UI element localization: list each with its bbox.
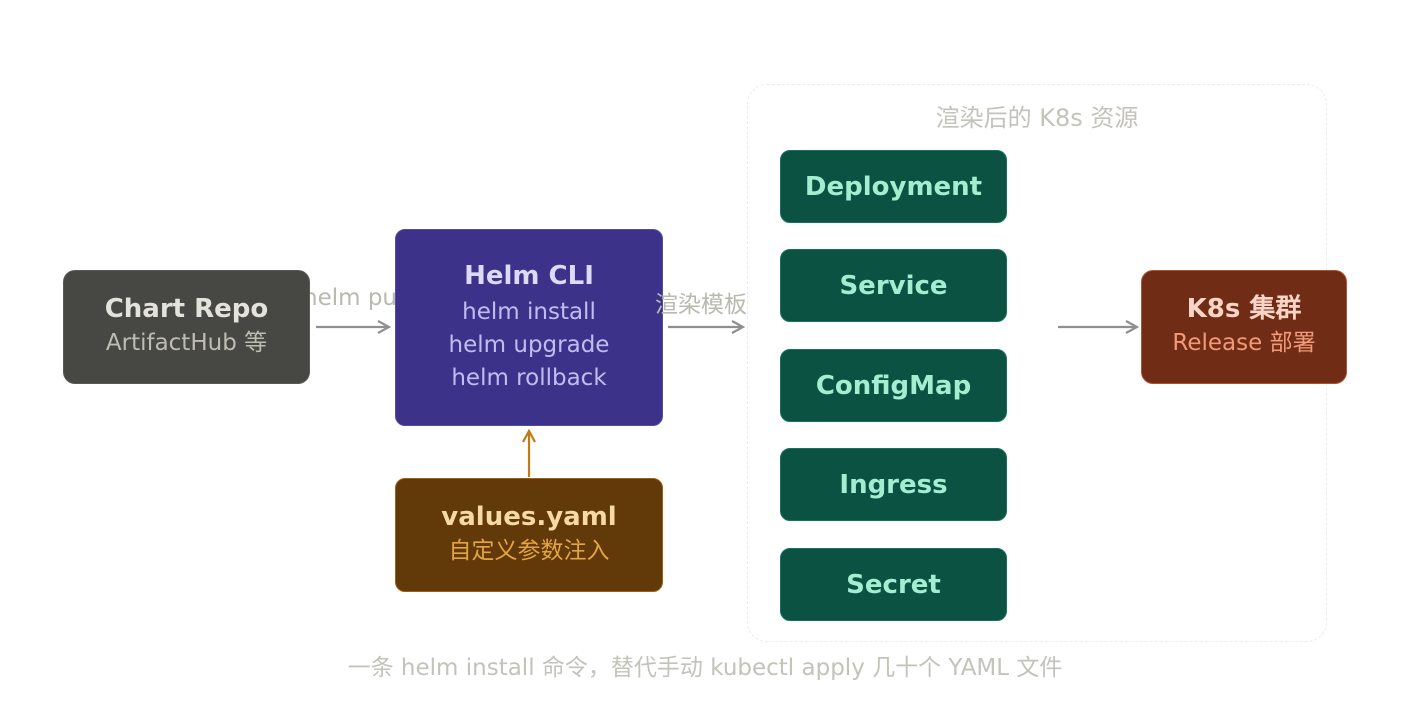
resource-deployment: Deployment — [780, 150, 1007, 223]
chart-repo-title: Chart Repo — [104, 294, 269, 325]
edge-label-helm-pull: helm pull — [303, 285, 410, 311]
resource-secret: Secret — [780, 548, 1007, 621]
values-yaml-subtitle: 自定义参数注入 — [448, 538, 610, 565]
k8s-cluster-title: K8s 集群 — [1186, 294, 1302, 325]
helm-cli-title: Helm CLI — [464, 261, 594, 292]
helm-cli-command: helm upgrade — [448, 331, 610, 358]
resource-service: Service — [780, 249, 1007, 322]
resource-configmap: ConfigMap — [780, 349, 1007, 422]
footer-caption: 一条 helm install 命令，替代手动 kubectl apply 几十… — [347, 655, 1063, 681]
helm-cli-command: helm rollback — [451, 364, 607, 391]
k8s-cluster-node: K8s 集群 Release 部署 — [1141, 270, 1347, 384]
helm-cli-command: helm install — [462, 298, 596, 325]
chart-repo-node: Chart Repo ArtifactHub 等 — [63, 270, 310, 384]
values-yaml-title: values.yaml — [441, 502, 617, 533]
k8s-cluster-subtitle: Release 部署 — [1172, 330, 1316, 357]
chart-repo-subtitle: ArtifactHub 等 — [105, 330, 268, 357]
values-yaml-node: values.yaml 自定义参数注入 — [395, 478, 663, 592]
edge-label-render: 渲染模板 — [655, 292, 747, 318]
helm-cli-node: Helm CLI helm install helm upgrade helm … — [395, 229, 663, 426]
resources-group-label: 渲染后的 K8s 资源 — [935, 104, 1139, 132]
resource-ingress: Ingress — [780, 448, 1007, 521]
